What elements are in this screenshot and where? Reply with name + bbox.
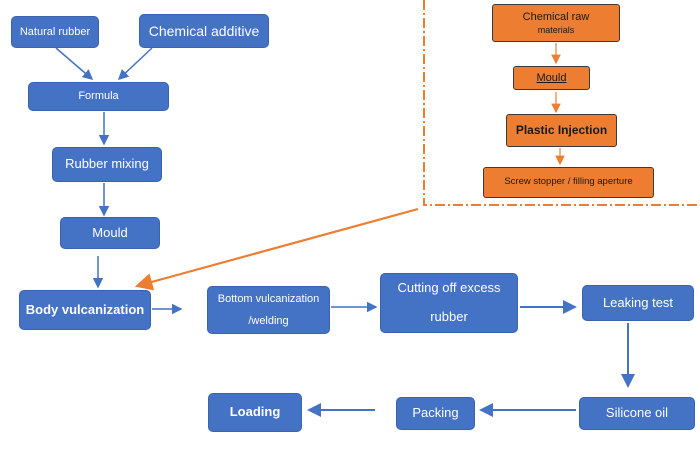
node-formula: Formula <box>28 82 169 111</box>
node-rubber-mixing: Rubber mixing <box>52 147 162 182</box>
node-mould-blue-label: Mould <box>92 224 128 240</box>
node-chemical-raw-materials: Chemical raw materials <box>492 4 620 42</box>
node-loading: Loading <box>208 393 302 432</box>
node-screw-stopper-label: Screw stopper / filling aperture <box>504 176 633 188</box>
node-bottom-vulcanization-line1: Bottom vulcanization <box>217 292 320 305</box>
node-packing: Packing <box>396 397 475 430</box>
arrow-chemical-additive-to-formula <box>117 47 153 81</box>
node-silicone-oil: Silicone oil <box>579 397 695 430</box>
arrow-natural-rubber-to-formula <box>55 47 94 80</box>
arrow-screw-stopper-to-body-vulcanization <box>134 207 419 291</box>
node-mould-orange: Mould <box>513 66 590 90</box>
node-bottom-vulcanization-line2: /welding <box>248 314 289 327</box>
node-loading-label: Loading <box>229 404 281 420</box>
node-plastic-injection: Plastic Injection <box>506 114 617 147</box>
node-mould-blue: Mould <box>60 217 160 249</box>
section-boundary-dashed <box>423 0 700 206</box>
node-bottom-vulcanization: Bottom vulcanization /welding <box>207 286 330 334</box>
node-mould-orange-label: Mould <box>536 71 567 84</box>
node-rubber-mixing-label: Rubber mixing <box>65 156 149 172</box>
node-chemical-additive-label: Chemical additive <box>148 22 260 39</box>
node-screw-stopper: Screw stopper / filling aperture <box>483 167 654 198</box>
node-silicone-oil-label: Silicone oil <box>605 405 669 421</box>
node-plastic-injection-label: Plastic Injection <box>515 122 608 137</box>
node-natural-rubber: Natural rubber <box>11 16 99 48</box>
node-cutting-line1: Cutting off excess <box>397 280 501 296</box>
node-packing-label: Packing <box>412 405 459 421</box>
node-body-vulcanization-label: Body vulcanization <box>25 301 145 317</box>
node-natural-rubber-label: Natural rubber <box>19 25 91 38</box>
node-cutting-line2: rubber <box>430 309 468 324</box>
node-chemical-raw-line1: Chemical raw <box>522 10 590 23</box>
node-leaking-test-label: Leaking test <box>602 294 674 310</box>
node-body-vulcanization: Body vulcanization <box>19 290 151 330</box>
node-chemical-raw-line2: materials <box>537 25 575 36</box>
node-leaking-test: Leaking test <box>582 285 694 321</box>
node-formula-label: Formula <box>78 90 119 103</box>
node-cutting-off-excess-rubber: Cutting off excess rubber <box>380 273 518 333</box>
node-chemical-additive: Chemical additive <box>139 14 269 48</box>
